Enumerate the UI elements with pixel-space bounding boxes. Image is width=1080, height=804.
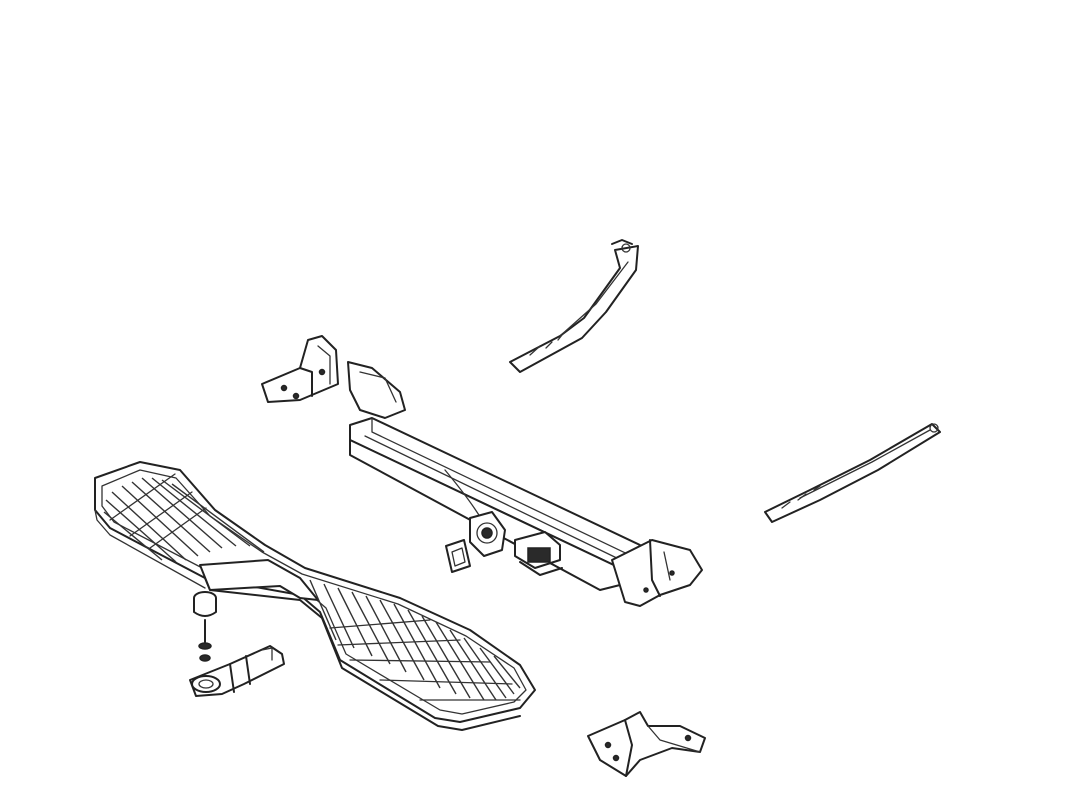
tread-cross-ribs [109,473,521,701]
tread-ribs-right [309,579,521,701]
support-arm-upper [509,239,639,373]
mount-bracket-bottom [587,711,706,777]
hitch-pin [193,591,217,662]
mount-bracket-left [261,335,339,403]
step-plate [94,461,536,731]
crossbar [347,361,703,607]
support-arm-right [764,423,941,523]
ball-mount [189,645,285,697]
